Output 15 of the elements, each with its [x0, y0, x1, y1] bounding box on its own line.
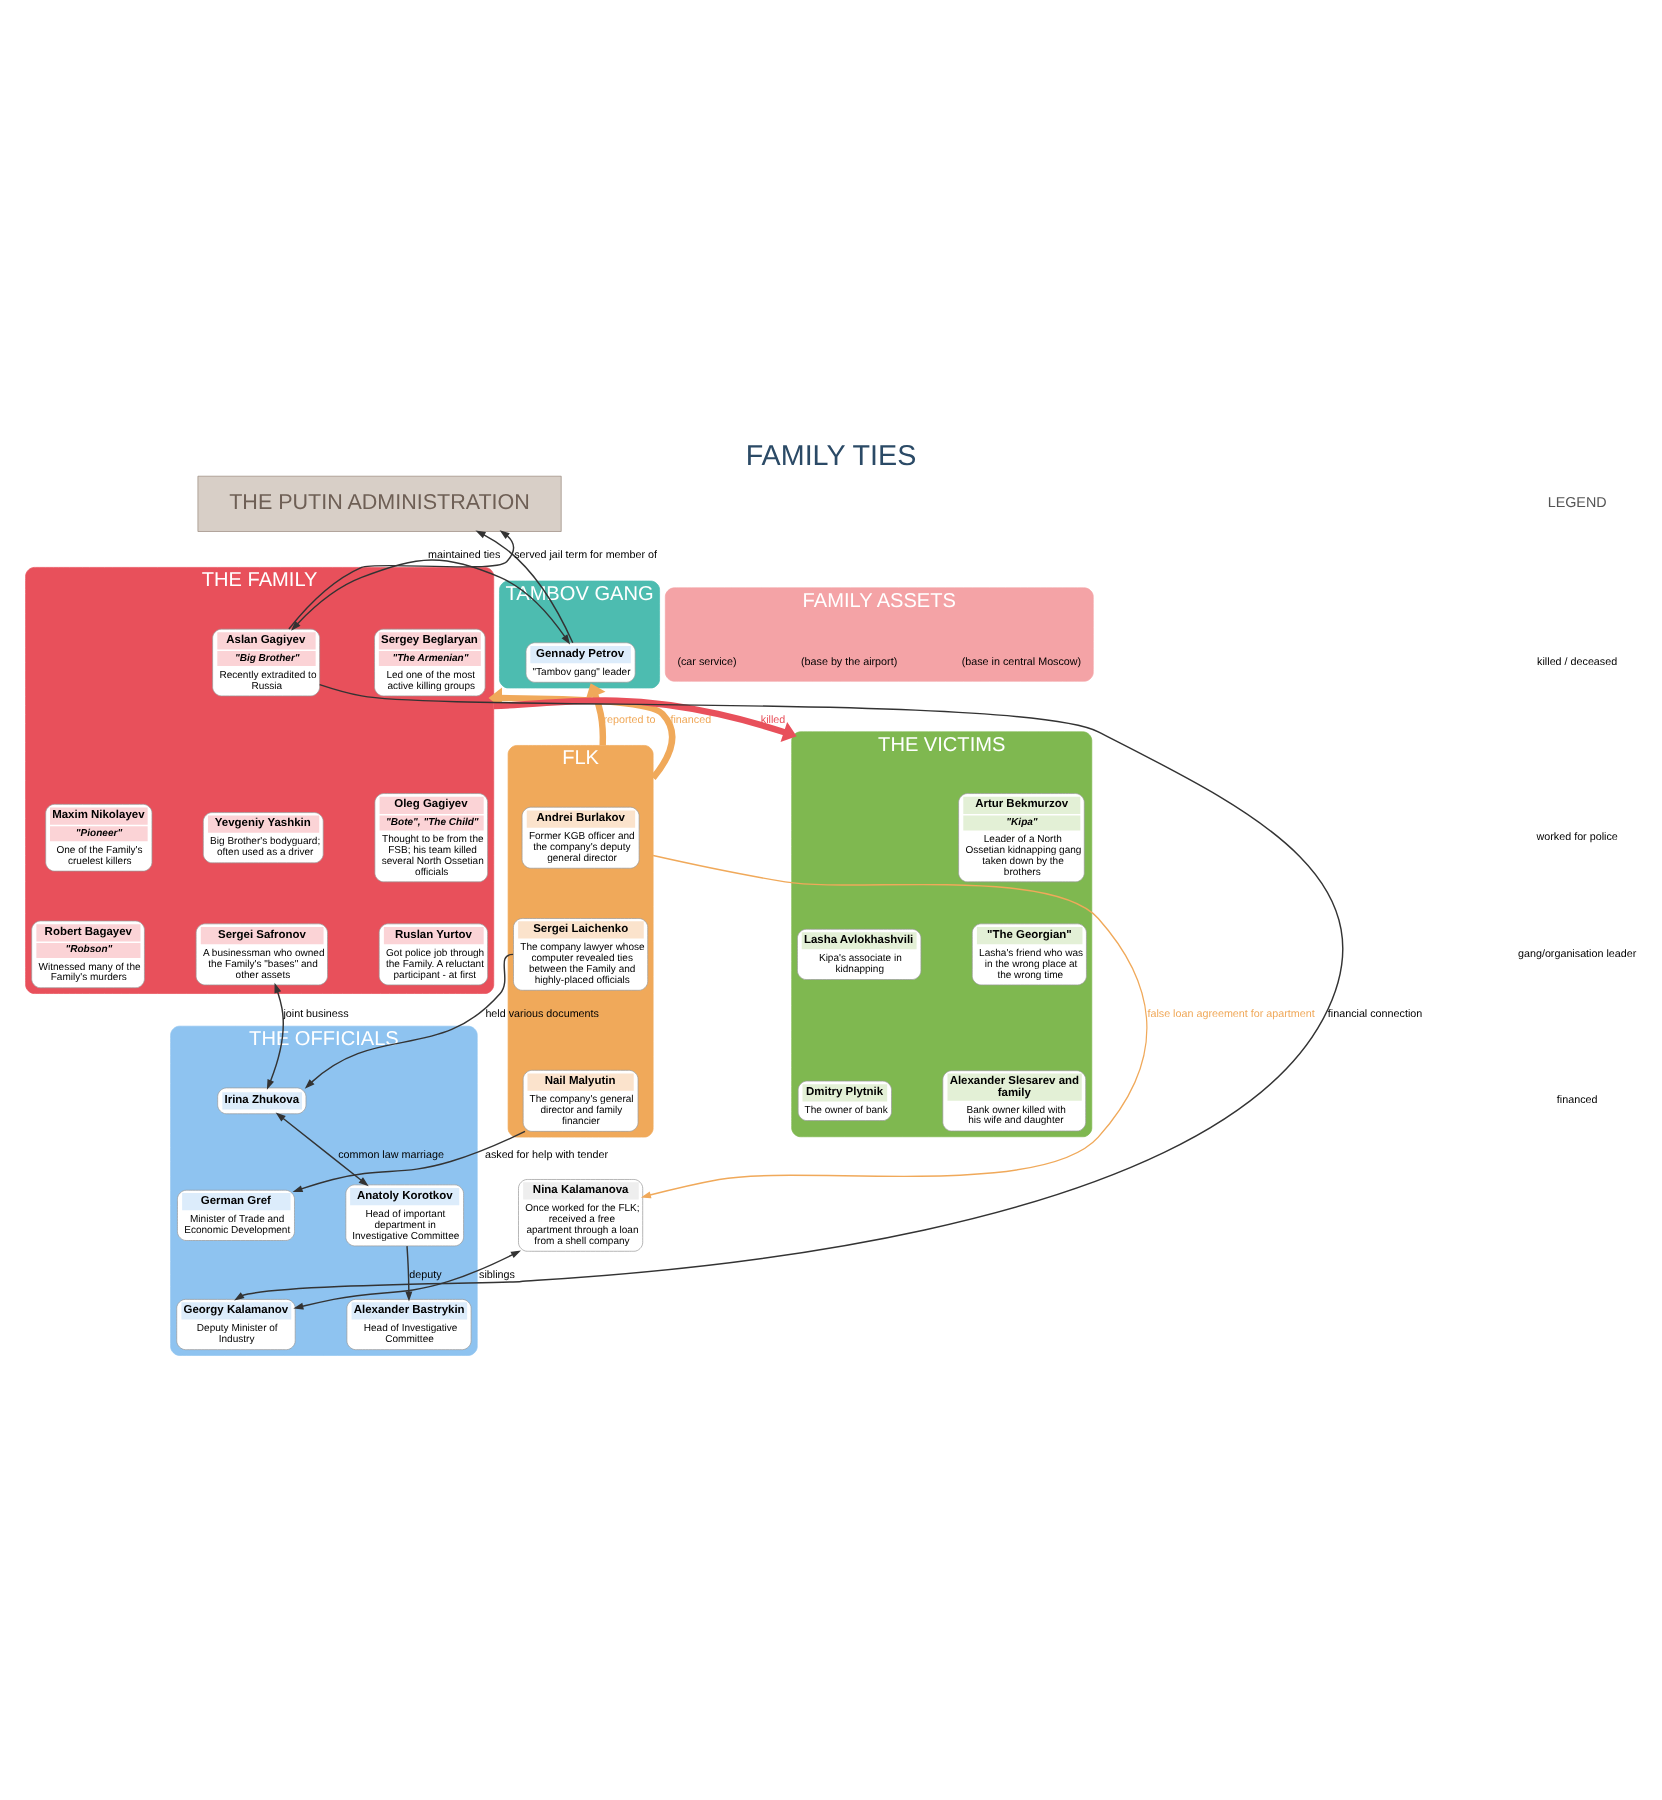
arrow	[640, 854, 1148, 1199]
arrow	[275, 1112, 369, 1187]
arrow	[293, 1250, 521, 1310]
arrow	[475, 530, 574, 644]
arrow	[405, 1245, 413, 1302]
arrow	[292, 1130, 526, 1193]
arrow	[234, 683, 1344, 1301]
diagram-title: FAMILY TIES	[745, 440, 917, 473]
arrow	[288, 530, 515, 630]
arrow	[488, 687, 676, 780]
node-box: THE PUTIN ADMINISTRATION	[197, 475, 562, 532]
arrow	[291, 559, 571, 645]
arrow	[493, 697, 797, 743]
arrow	[266, 982, 284, 1090]
arrow	[585, 683, 607, 746]
